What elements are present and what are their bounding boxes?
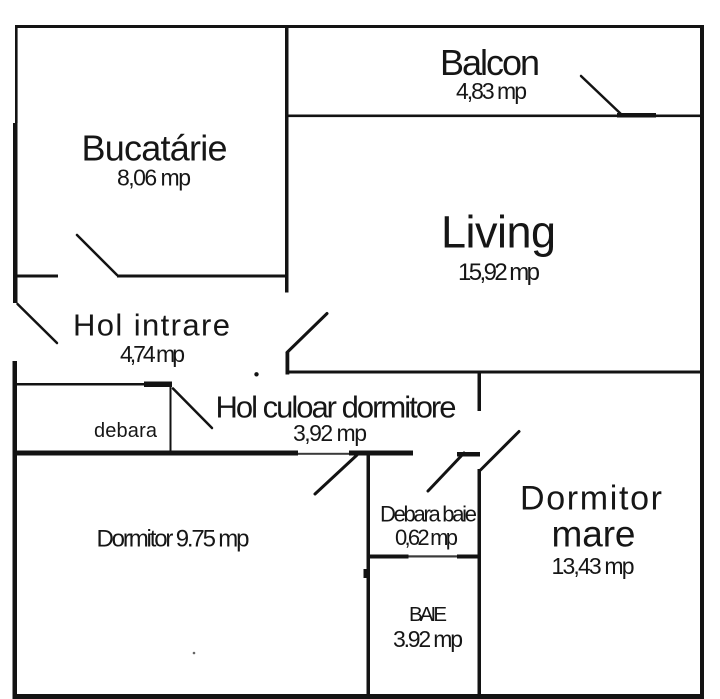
svg-text:Living: Living xyxy=(441,207,556,258)
svg-text:Hol culoar dormitore: Hol culoar dormitore xyxy=(216,390,457,425)
svg-text:BAIE: BAIE xyxy=(409,603,447,626)
svg-text:3.92 mp: 3.92 mp xyxy=(393,626,463,652)
svg-text:Balcon: Balcon xyxy=(440,42,540,83)
svg-text:Hol intrare: Hol intrare xyxy=(73,308,230,343)
svg-text:Dormitor: Dormitor xyxy=(520,480,662,518)
svg-text:4,74 mp: 4,74 mp xyxy=(120,341,185,367)
svg-text:Debara baie: Debara baie xyxy=(380,502,477,527)
svg-text:0,62 mp: 0,62 mp xyxy=(395,525,458,550)
svg-text:mare: mare xyxy=(552,514,636,555)
svg-text:debara: debara xyxy=(94,420,158,442)
svg-text:8,06 mp: 8,06 mp xyxy=(117,165,191,191)
svg-text:13,43 mp: 13,43 mp xyxy=(552,553,635,579)
svg-text:4,83 mp: 4,83 mp xyxy=(456,78,527,104)
svg-text:15,92 mp: 15,92 mp xyxy=(458,259,540,286)
svg-text:Dormitor 9.75 mp: Dormitor 9.75 mp xyxy=(97,526,250,553)
svg-text:3,92 mp: 3,92 mp xyxy=(293,420,367,446)
svg-text:Bucatárie: Bucatárie xyxy=(82,128,228,169)
